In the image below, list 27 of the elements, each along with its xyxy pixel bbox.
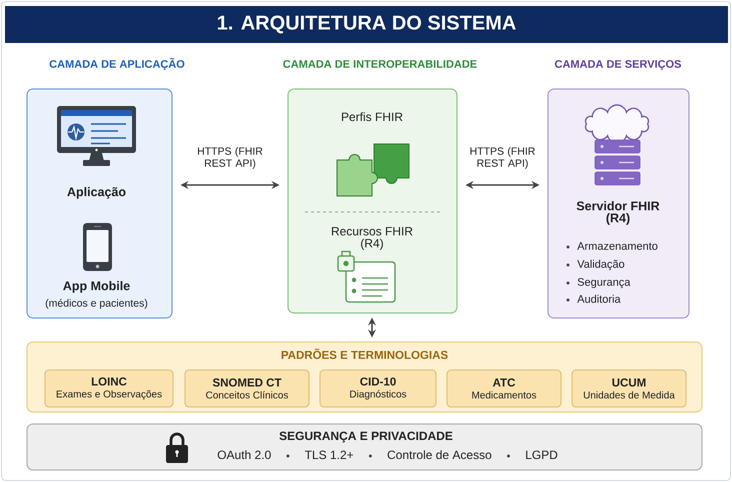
title-bar: 1. ARQUITETURA DO SISTEMA xyxy=(5,6,728,43)
edge-label: HTTPS (FHIR REST API) xyxy=(198,147,262,169)
app-caption: (médicos e pacientes) xyxy=(46,298,148,309)
list-item: Validação xyxy=(577,260,624,270)
app-label: Aplicação xyxy=(67,187,126,199)
terminology-box: UCUM Unidades de Medida xyxy=(572,370,686,408)
list-item: Auditoria xyxy=(577,294,621,303)
section-label: Perfis FHIR xyxy=(342,112,402,122)
terminology-box: LOINC Exames e Observações xyxy=(44,370,174,408)
section-label: Recursos FHIR (R4) xyxy=(332,227,412,250)
security-item: Controle de Acesso xyxy=(388,450,492,460)
list-item: Segurança xyxy=(578,278,630,288)
security-item: OAuth 2.0 xyxy=(218,450,271,460)
terminology-box: SNOMED CT Conceitos Clínicos xyxy=(184,370,310,408)
layer-heading: CAMADA DE SERVIÇOS xyxy=(555,60,682,70)
band-heading: PADRÕES E TERMINOLOGIAS xyxy=(282,348,448,359)
server-label: Servidor FHIR (R4) xyxy=(576,201,660,225)
edge-label: HTTPS (FHIR REST API) xyxy=(470,147,535,169)
band-heading: SEGURANÇA E PRIVACIDADE xyxy=(279,432,452,442)
list-item: Armazenamento xyxy=(577,242,658,250)
app-label: App Mobile xyxy=(63,281,130,293)
layer-heading: CAMADA DE APLICAÇÃO xyxy=(50,58,184,70)
layer-heading: CAMADA DE INTEROPERABILIDADE xyxy=(283,60,477,68)
security-item: LGPD xyxy=(526,450,558,460)
terminology-box: CID-10 Diagnósticos xyxy=(320,370,436,408)
security-item: TLS 1.2+ xyxy=(304,450,354,460)
terminology-box: ATC Medicamentos xyxy=(446,370,562,408)
